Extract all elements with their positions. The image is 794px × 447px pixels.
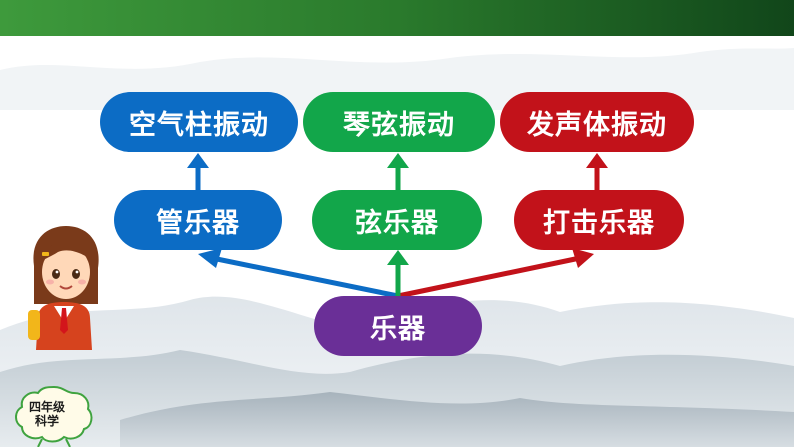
- arrowhead-string: [387, 250, 409, 265]
- arrowhead-string-source: [387, 153, 409, 168]
- node-string-source: 琴弦振动: [303, 92, 495, 152]
- connector-percussion: [397, 255, 581, 299]
- node-root: 乐器: [314, 296, 482, 356]
- arrowhead-percussion: [572, 248, 594, 268]
- node-percussion: 打击乐器: [514, 190, 684, 250]
- girl-mascot-icon: [28, 226, 99, 350]
- node-wind: 管乐器: [114, 190, 282, 250]
- arrowhead-percussion-source: [586, 153, 608, 168]
- connector-wind: [211, 255, 399, 299]
- node-string: 弦乐器: [312, 190, 482, 250]
- arrowhead-wind: [198, 248, 222, 268]
- grade-badge-icon: [15, 385, 93, 447]
- node-wind-source: 空气柱振动: [100, 92, 298, 152]
- arrowhead-wind-source: [187, 153, 209, 168]
- badge-subject-label: 科学: [34, 414, 59, 428]
- node-percussion-source: 发声体振动: [500, 92, 694, 152]
- header-bar: [0, 0, 794, 36]
- badge-grade-label: 四年级: [28, 400, 65, 414]
